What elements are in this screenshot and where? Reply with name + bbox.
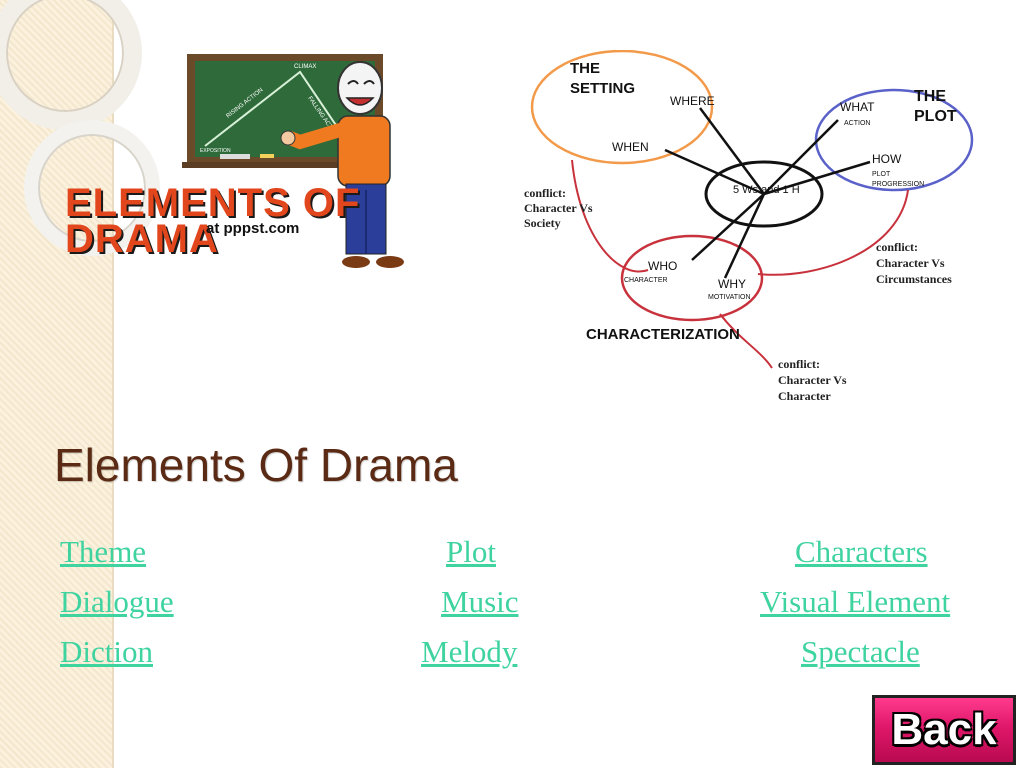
label-motivation: MOTIVATION <box>708 294 751 301</box>
svg-text:EXPOSITION: EXPOSITION <box>200 148 231 154</box>
elements-of-drama-logo: CLIMAX RISING ACTION FALLING ACTION EXPO… <box>60 50 440 280</box>
conflict-circumstances-2: Character Vs <box>876 256 945 270</box>
conflict-character-3: Character <box>778 389 831 403</box>
conflict-society-3: Society <box>524 216 561 230</box>
label-how: HOW <box>872 152 902 166</box>
logo-site-text: at pppst.com <box>206 220 300 237</box>
label-center: 5 Ws and 1 H <box>733 184 800 196</box>
back-button[interactable]: Back <box>872 695 1016 765</box>
conflict-character-1: conflict: <box>778 357 820 371</box>
label-why: WHY <box>718 277 746 291</box>
conflict-character-2: Character Vs <box>778 373 847 387</box>
plot-circle <box>814 88 974 192</box>
label-the-plot-1: THE <box>914 88 946 105</box>
conflict-society-2: Character Vs <box>524 201 593 215</box>
label-what: WHAT <box>840 100 875 114</box>
label-progression: PROGRESSION <box>872 181 924 188</box>
center-circle <box>704 160 824 228</box>
teacher-chalkboard-illustration: CLIMAX RISING ACTION FALLING ACTION EXPO… <box>182 54 404 268</box>
link-melody[interactable]: Melody <box>421 634 518 669</box>
label-who: WHO <box>648 259 677 273</box>
label-character: CHARACTER <box>624 277 668 284</box>
link-characters[interactable]: Characters <box>795 534 928 569</box>
label-where: WHERE <box>670 94 715 108</box>
conflict-circumstances-3: Circumstances <box>876 272 952 286</box>
logo-title: ELEMENTS OF DRAMA <box>65 181 361 261</box>
label-characterization: CHARACTERIZATION <box>586 326 740 343</box>
logo-line-2: DRAMA <box>65 217 219 261</box>
link-plot[interactable]: Plot <box>446 534 496 569</box>
conflict-society-1: conflict: <box>524 186 566 200</box>
label-action: ACTION <box>844 120 870 127</box>
conflict-circumstances-1: conflict: <box>876 240 918 254</box>
label-when: WHEN <box>612 140 649 154</box>
setting-circle <box>530 50 714 165</box>
plot-triangle-icon <box>204 70 351 147</box>
link-visual-element[interactable]: Visual Element <box>760 584 951 619</box>
link-spectacle[interactable]: Spectacle <box>801 634 920 669</box>
link-music[interactable]: Music <box>441 584 519 619</box>
label-the-setting-2: SETTING <box>570 80 635 97</box>
logo-line-1: ELEMENTS OF <box>65 181 361 225</box>
svg-text:CLIMAX: CLIMAX <box>294 64 316 70</box>
link-dialogue[interactable]: Dialogue <box>60 584 174 619</box>
five-ws-diagram: THE SETTING WHERE WHEN WHAT ACTION THE P… <box>524 50 974 403</box>
link-theme[interactable]: Theme <box>60 534 147 569</box>
link-diction[interactable]: Diction <box>60 634 153 669</box>
character-circle <box>620 234 764 322</box>
label-the-setting-1: THE <box>570 60 600 77</box>
drama-mask-icon <box>337 61 383 115</box>
label-the-plot-2: PLOT <box>914 108 957 125</box>
slide-title: Elements Of Drama <box>54 439 458 491</box>
back-button-label: Back <box>891 705 997 754</box>
stripe-divider <box>112 0 114 768</box>
label-plot: PLOT <box>872 171 891 178</box>
